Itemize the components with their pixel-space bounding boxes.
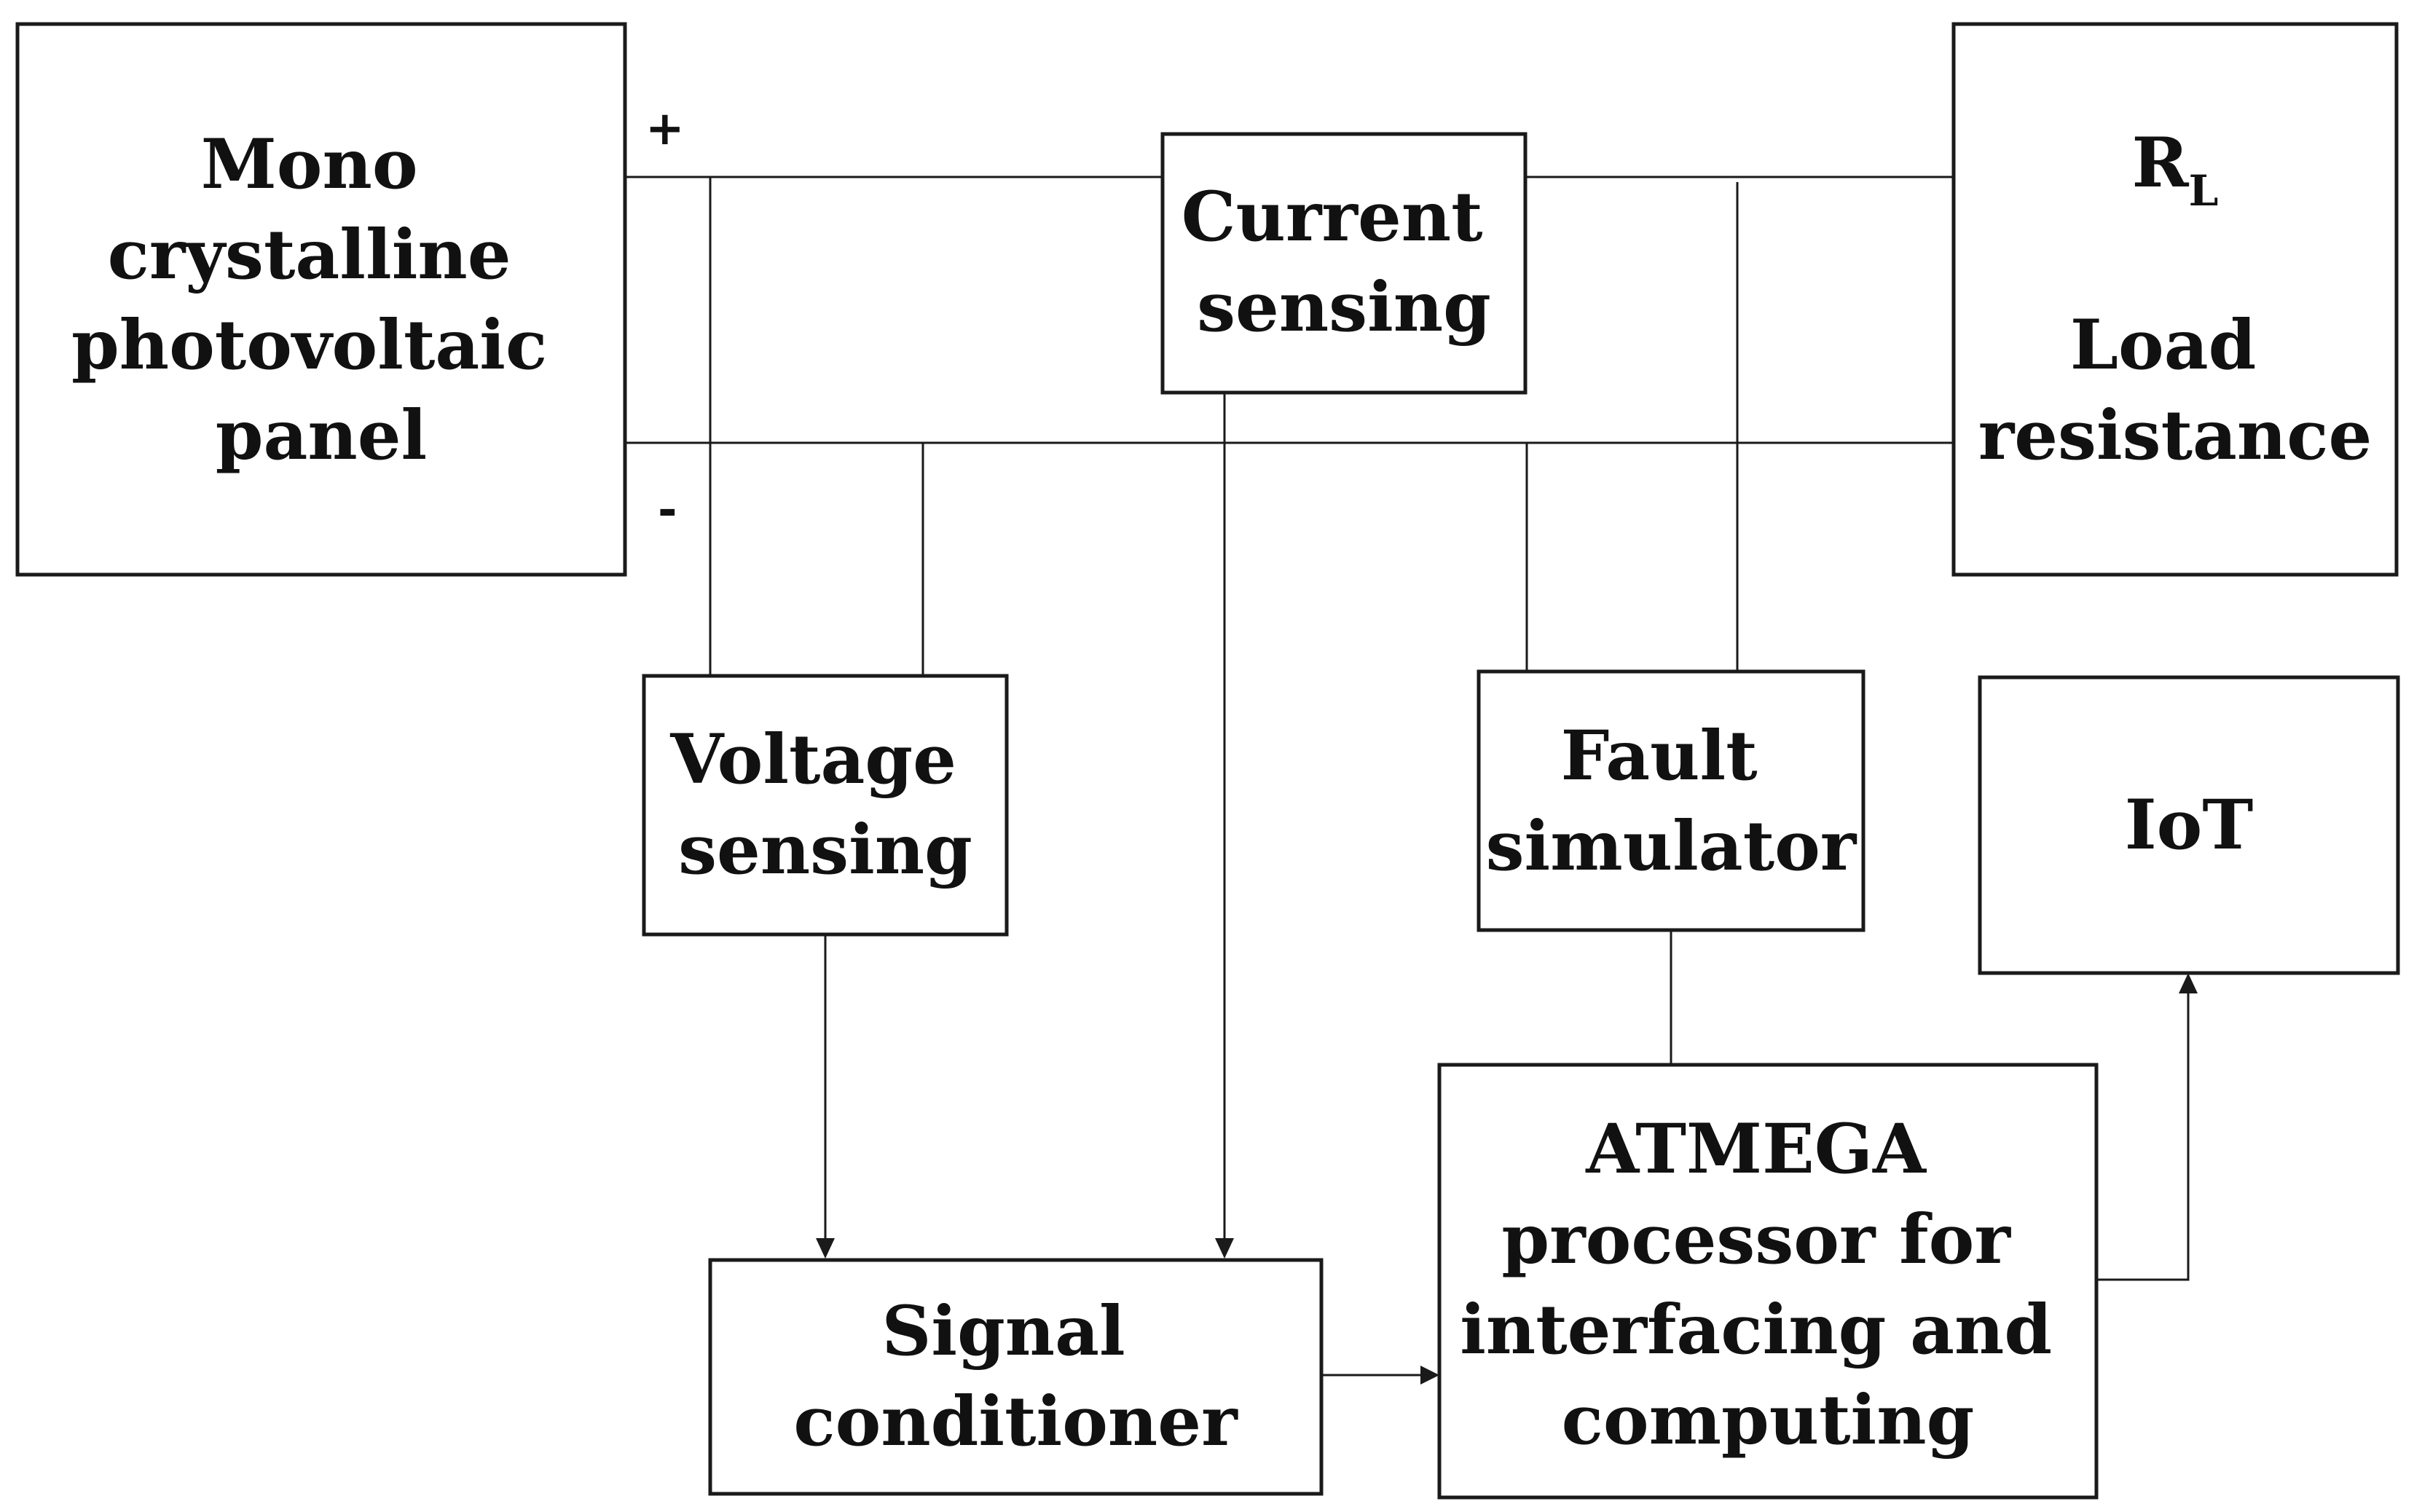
negative-terminal-label: - <box>658 484 677 538</box>
pv-panel-line-3: photovoltaic <box>71 305 547 385</box>
pv-panel-line-2: crystalline <box>108 215 511 295</box>
voltage-sensing-box <box>642 674 1009 937</box>
pv-panel-box <box>15 22 627 577</box>
pv-panel-line-1: Mono <box>201 125 418 205</box>
current-to-conditioner-arrowhead <box>1215 1238 1234 1259</box>
atmega-block: ATMEGA processor for interfacing and com… <box>1437 1063 2099 1500</box>
atmega-line-3: interfacing and <box>1460 1290 2052 1370</box>
atmega-label: ATMEGA processor for interfacing and com… <box>1460 1109 2076 1460</box>
voltage-to-conditioner-arrowhead <box>816 1238 835 1259</box>
atmega-line-4: computing <box>1562 1380 1975 1460</box>
atmega-to-iot-arrowhead <box>2179 973 2198 993</box>
signal-conditioner-line-2: conditioner <box>793 1382 1238 1462</box>
iot-label: IoT <box>2125 785 2254 865</box>
load-symbol-subscript: L <box>2189 166 2219 216</box>
fault-simulator-block: Fault simulator <box>1477 669 1865 932</box>
current-sensing-block: Current sensing <box>1160 132 1528 395</box>
load-symbol: RL <box>2132 123 2219 216</box>
atmega-line-2: processor for <box>1501 1200 2011 1280</box>
iot-box <box>1978 675 2400 975</box>
voltage-sensing-line-2: sensing <box>678 810 972 890</box>
fault-simulator-line-2: simulator <box>1486 806 1857 886</box>
load-line-1: Load <box>2070 305 2256 385</box>
load-resistance-box <box>1951 22 2399 577</box>
load-resistance-label: Load resistance <box>1978 305 2372 476</box>
pv-panel-line-4: panel <box>216 395 428 476</box>
voltage-sensing-label: Voltage sensing <box>669 720 980 890</box>
signal-conditioner-line-1: Signal <box>881 1291 1125 1371</box>
load-symbol-r: R <box>2132 123 2190 203</box>
current-sensing-box <box>1160 132 1528 395</box>
iot-block: IoT <box>1978 675 2400 975</box>
current-sensing-label: Current sensing <box>1182 177 1507 347</box>
signal-conditioner-label: Signal conditioner <box>793 1291 1238 1462</box>
fault-simulator-label: Fault simulator <box>1486 716 1857 886</box>
load-line-2: resistance <box>1978 395 2372 476</box>
current-sensing-line-1: Current <box>1182 177 1483 257</box>
signal-conditioner-box <box>708 1258 1324 1496</box>
voltage-sensing-line-1: Voltage <box>669 720 956 800</box>
current-sensing-line-2: sensing <box>1197 267 1491 347</box>
conditioner-to-atmega-arrowhead <box>1420 1366 1439 1385</box>
fault-simulator-box <box>1477 669 1865 932</box>
pv-panel-label: Mono crystalline photovoltaic panel <box>71 125 571 476</box>
atmega-box <box>1437 1063 2099 1500</box>
wires <box>625 176 2198 1385</box>
load-resistance-block: RL Load resistance <box>1951 22 2399 577</box>
pv-panel-block: Mono crystalline photovoltaic panel <box>15 22 627 577</box>
signal-conditioner-block: Signal conditioner <box>708 1258 1324 1496</box>
atmega-to-iot <box>2096 993 2190 1281</box>
voltage-sensing-block: Voltage sensing <box>642 674 1009 937</box>
fault-simulator-line-1: Fault <box>1561 716 1758 796</box>
positive-terminal-label: + <box>645 102 685 156</box>
atmega-line-1: ATMEGA <box>1585 1109 1927 1189</box>
